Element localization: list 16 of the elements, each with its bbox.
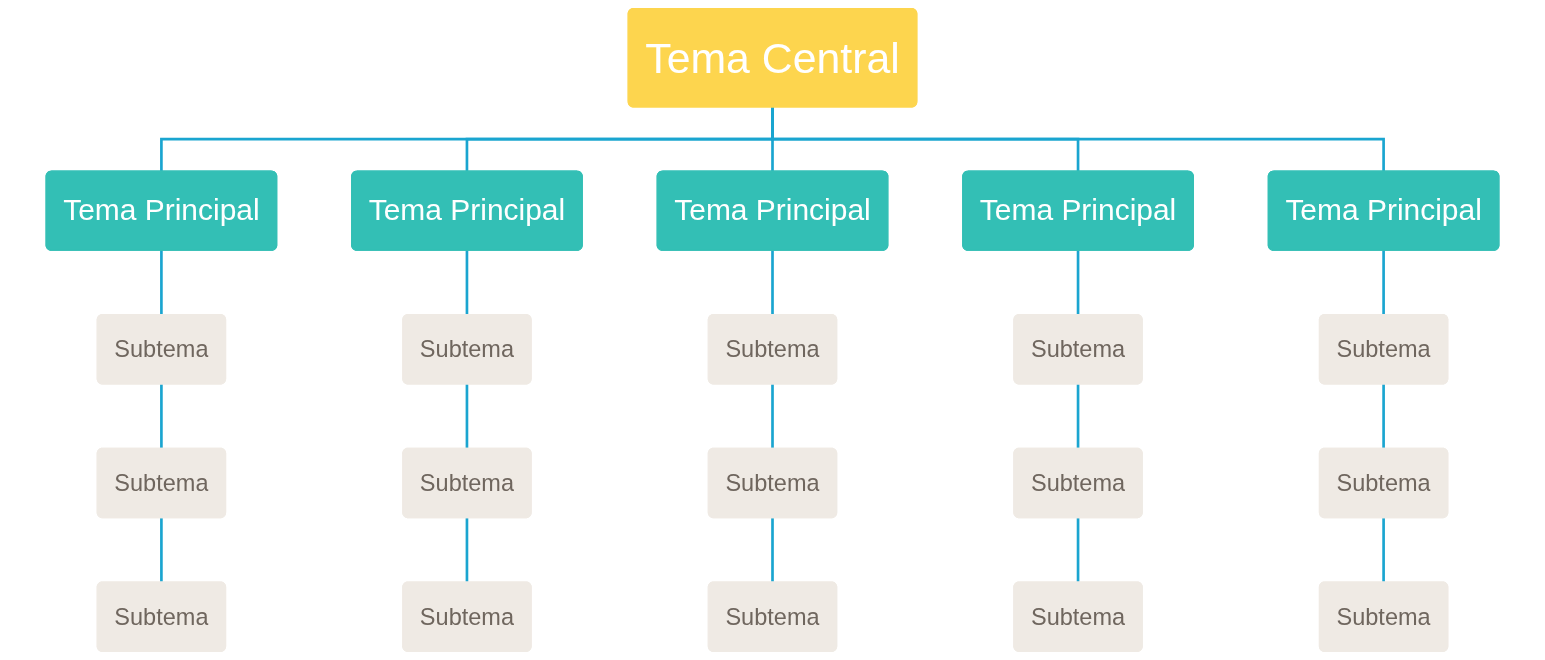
connector [465,384,469,449]
connector [465,250,469,315]
connector [1076,384,1080,449]
connector [771,106,1385,172]
connector [1382,517,1385,582]
connector [771,250,774,315]
connector [465,517,469,582]
connector [1076,250,1080,315]
connector [1076,517,1080,582]
connector [160,250,163,315]
connector [1382,384,1385,449]
connector [771,384,774,449]
connector [771,517,774,582]
connector [1382,250,1385,315]
connector [160,384,163,449]
connector [160,517,163,582]
